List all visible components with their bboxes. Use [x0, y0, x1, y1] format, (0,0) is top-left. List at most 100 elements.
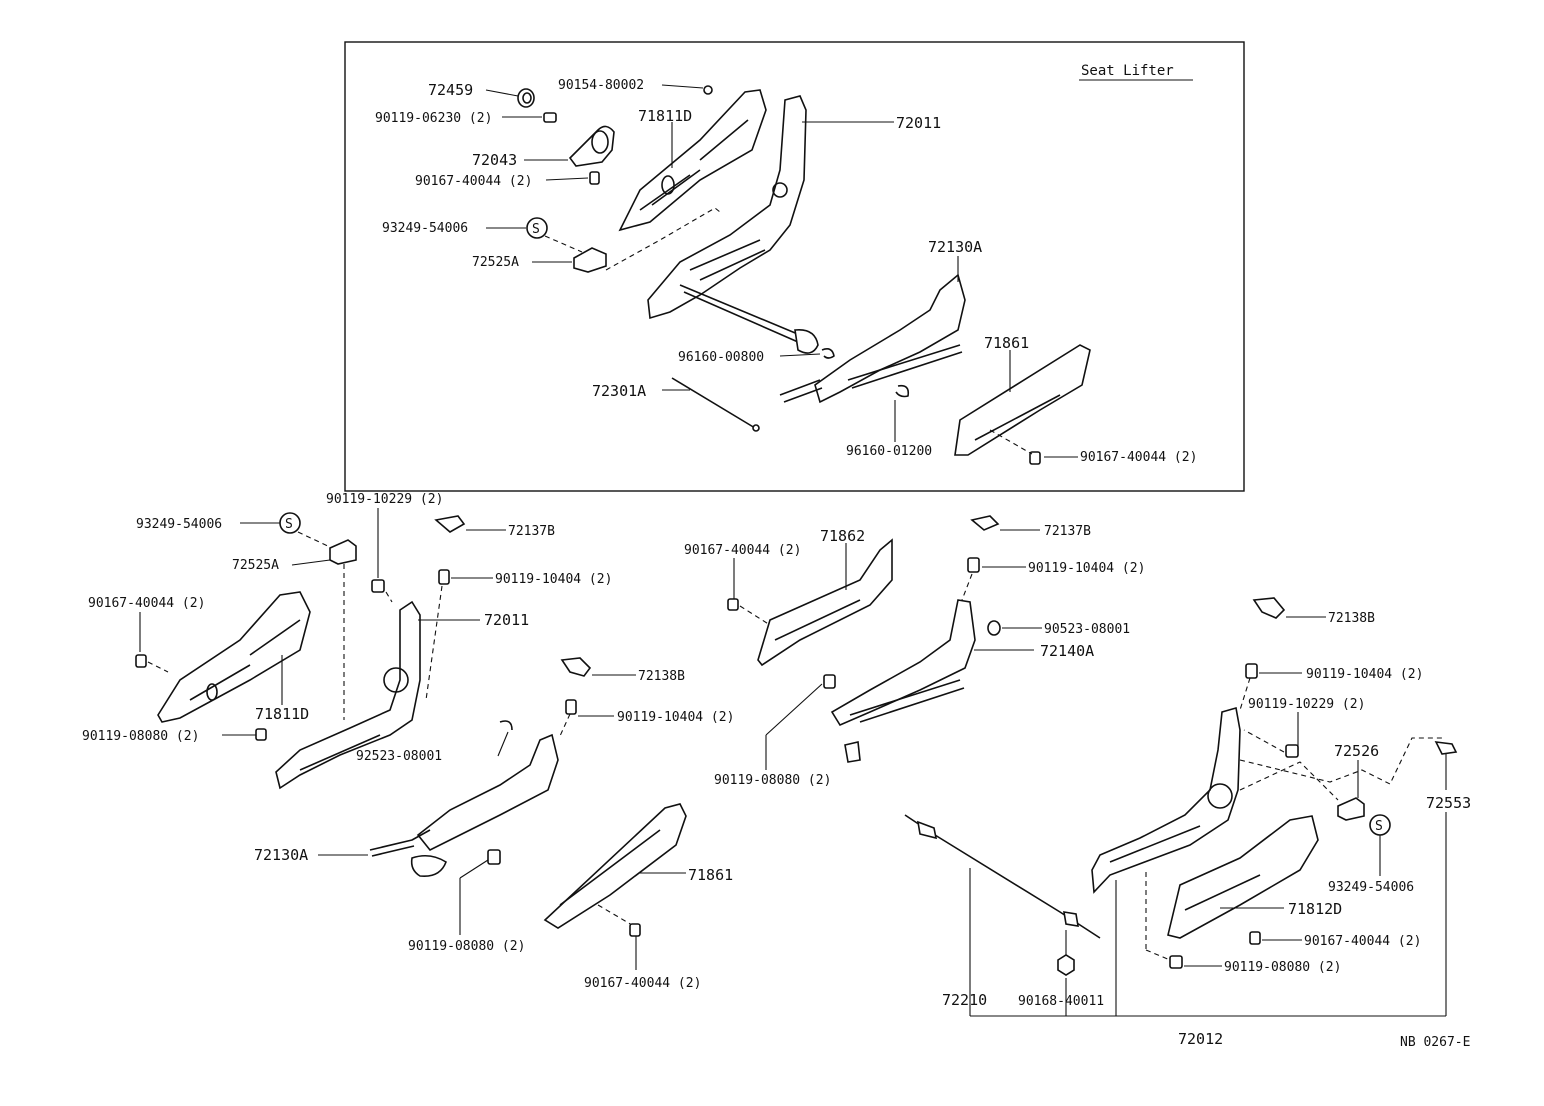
- part-bolt-90119-10404-left-b: [565, 699, 577, 715]
- label-93249-right: 93249-54006: [1328, 880, 1414, 895]
- label-72130A-left: 72130A: [254, 846, 308, 864]
- label-72525A-left: 72525A: [232, 558, 279, 573]
- label-71861-left: 71861: [688, 866, 733, 884]
- label-90119-06230: 90119-06230 (2): [375, 111, 492, 126]
- label-72011-left: 72011: [484, 611, 529, 629]
- label-90168-40011: 90168-40011: [1018, 994, 1104, 1009]
- part-bolt-90167-left-b: [629, 923, 641, 937]
- label-90154-80002: 90154-80002: [558, 78, 644, 93]
- part-72301A-cable: [671, 377, 760, 432]
- label-90167-box-a: 90167-40044 (2): [415, 174, 532, 189]
- label-72301A: 72301A: [592, 382, 646, 400]
- part-bolt-90167-box-b: [1029, 451, 1041, 465]
- part-72137B-left: [434, 515, 466, 533]
- part-bolt-90167-right: [727, 598, 739, 611]
- label-72012: 72012: [1178, 1030, 1223, 1048]
- part-nut-90168-right: [1057, 954, 1075, 976]
- part-92523-clip-left: [499, 720, 513, 731]
- part-bolt-90119-10229-left: [371, 579, 385, 593]
- part-bolt-90119-10229-right: [1285, 744, 1299, 758]
- part-96160-00800-clip: [821, 348, 835, 359]
- part-bolt-90167-box-a: [589, 171, 600, 185]
- part-96160-01200-clip: [895, 384, 910, 398]
- part-72526-right: [1337, 797, 1365, 821]
- part-72043-bracket: [568, 125, 615, 167]
- label-71812D: 71812D: [1288, 900, 1342, 918]
- part-72138B-right: [1252, 597, 1286, 619]
- label-90119-10229-right: 90119-10229 (2): [1248, 697, 1365, 712]
- part-bolt-90167-left-a: [135, 654, 147, 668]
- label-90119-10404-left-a: 90119-10404 (2): [495, 572, 612, 587]
- label-71811D-box: 71811D: [638, 107, 692, 125]
- label-72043: 72043: [472, 151, 517, 169]
- label-90119-10229-left: 90119-10229 (2): [326, 492, 443, 507]
- part-72459-ring: [517, 88, 535, 108]
- seat-lifter-frame: [344, 41, 1245, 492]
- part-72525A-box: [573, 247, 607, 273]
- part-72011-recliner-left: [275, 600, 421, 790]
- part-bolt-90119-08080-left-b: [487, 849, 501, 865]
- part-71811D-cover-left: [157, 591, 311, 723]
- label-72210: 72210: [942, 991, 987, 1009]
- part-bolt-90119-08080-right-a: [823, 674, 836, 689]
- label-90119-08080-right-b: 90119-08080 (2): [1224, 960, 1341, 975]
- label-90167-right-b: 90167-40044 (2): [1304, 934, 1421, 949]
- part-72525A-left: [329, 539, 357, 565]
- label-72526: 72526: [1334, 742, 1379, 760]
- label-71862: 71862: [820, 527, 865, 545]
- label-72140A: 72140A: [1040, 642, 1094, 660]
- svg-text:S: S: [1375, 819, 1383, 834]
- part-72138B-left: [560, 657, 592, 677]
- label-72138B-left: 72138B: [638, 669, 685, 684]
- label-72459: 72459: [428, 81, 473, 99]
- part-bolt-90167-right-b: [1249, 931, 1261, 945]
- part-72011-recliner-box: [647, 95, 807, 320]
- part-bolt-90119-10404-right-a: [967, 557, 980, 573]
- label-90523-08001: 90523-08001: [1044, 622, 1130, 637]
- part-bolt-90119-06230: [543, 112, 557, 123]
- part-72140A-adjuster-right: [830, 599, 976, 763]
- part-72137B-right: [970, 515, 1000, 531]
- drawing-code: NB 0267-E: [1400, 1035, 1470, 1050]
- label-90119-08080-left-b: 90119-08080 (2): [408, 939, 525, 954]
- label-90119-08080-right-a: 90119-08080 (2): [714, 773, 831, 788]
- label-72137B-left: 72137B: [508, 524, 555, 539]
- part-bolt-90119-08080-right-b: [1169, 955, 1183, 969]
- label-72553: 72553: [1426, 794, 1471, 812]
- part-71861-cover-box: [954, 344, 1091, 456]
- part-72012-recliner-right: [1091, 706, 1241, 894]
- part-bolt-90119-10404-left-a: [438, 569, 450, 585]
- label-90167-left-b: 90167-40044 (2): [584, 976, 701, 991]
- part-72130A-adjuster-box: [779, 273, 966, 404]
- label-72130A-box: 72130A: [928, 238, 982, 256]
- part-72130A-adjuster-left: [369, 733, 559, 878]
- label-90119-10404-right-b: 90119-10404 (2): [1306, 667, 1423, 682]
- label-90167-left-a: 90167-40044 (2): [88, 596, 205, 611]
- part-bolt-90119-08080-left-a: [255, 728, 267, 741]
- part-72553-right: [1434, 741, 1458, 755]
- part-71862-cover-right: [757, 538, 893, 667]
- part-71811D-cover-box: [618, 89, 767, 232]
- label-72011-box: 72011: [896, 114, 941, 132]
- label-93249-left: 93249-54006: [136, 517, 222, 532]
- part-symbol-s-right: S: [1369, 814, 1391, 836]
- label-71861-box: 71861: [984, 334, 1029, 352]
- svg-text:S: S: [532, 222, 540, 237]
- svg-text:S: S: [285, 517, 293, 532]
- part-symbol-s-box: S: [526, 217, 548, 239]
- label-72525A-box: 72525A: [472, 255, 519, 270]
- label-93249-box: 93249-54006: [382, 221, 468, 236]
- seat-lifter-title: Seat Lifter: [1081, 63, 1174, 79]
- label-90167-right: 90167-40044 (2): [684, 543, 801, 558]
- part-71861-cover-left: [543, 803, 687, 929]
- part-rod-shaft-box: [679, 284, 819, 354]
- part-symbol-s-left: S: [279, 512, 301, 534]
- label-72138B-right: 72138B: [1328, 611, 1375, 626]
- label-90119-10404-left-b: 90119-10404 (2): [617, 710, 734, 725]
- part-90523-clip-right: [987, 620, 1001, 636]
- label-90167-box-b: 90167-40044 (2): [1080, 450, 1197, 465]
- part-bolt-90119-10404-right-b: [1245, 663, 1258, 679]
- label-92523-08001: 92523-08001: [356, 749, 442, 764]
